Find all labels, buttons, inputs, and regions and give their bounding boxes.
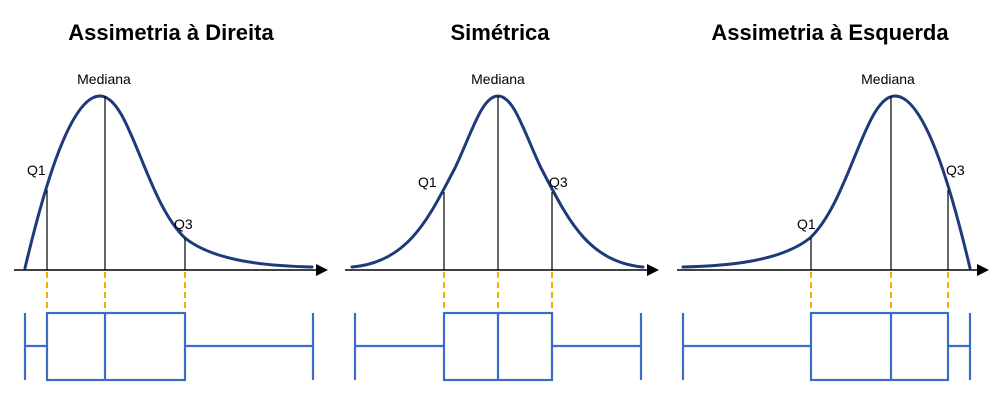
- distribution-curve: [681, 94, 972, 270]
- q3-label: Q3: [549, 174, 568, 190]
- x-axis-arrowhead: [977, 264, 989, 276]
- panel-title: Assimetria à Direita: [68, 20, 274, 45]
- x-axis-arrowhead: [647, 264, 659, 276]
- median-label: Mediana: [77, 71, 131, 87]
- median-label: Mediana: [471, 71, 525, 87]
- panel-symmetric: Simétrica Q1 Mediana Q3: [345, 20, 659, 382]
- q1-label: Q1: [797, 216, 816, 232]
- distribution-curve: [23, 94, 314, 270]
- interquartile-box: [809, 311, 950, 382]
- panel-title: Simétrica: [450, 20, 550, 45]
- panel-left-skewed: Assimetria à Esquerda Q1 Mediana Q3: [677, 20, 989, 382]
- boxplot: [353, 311, 643, 382]
- panel-right-skewed: Assimetria à Direita Q1 Mediana Q3: [14, 20, 328, 382]
- q3-label: Q3: [174, 216, 193, 232]
- boxplot: [681, 311, 972, 382]
- q3-label: Q3: [946, 162, 965, 178]
- median-label: Mediana: [861, 71, 915, 87]
- interquartile-box: [45, 311, 187, 382]
- boxplot: [23, 311, 315, 382]
- x-axis-arrowhead: [316, 264, 328, 276]
- q1-label: Q1: [27, 162, 46, 178]
- q1-label: Q1: [418, 174, 437, 190]
- panel-title: Assimetria à Esquerda: [711, 20, 949, 45]
